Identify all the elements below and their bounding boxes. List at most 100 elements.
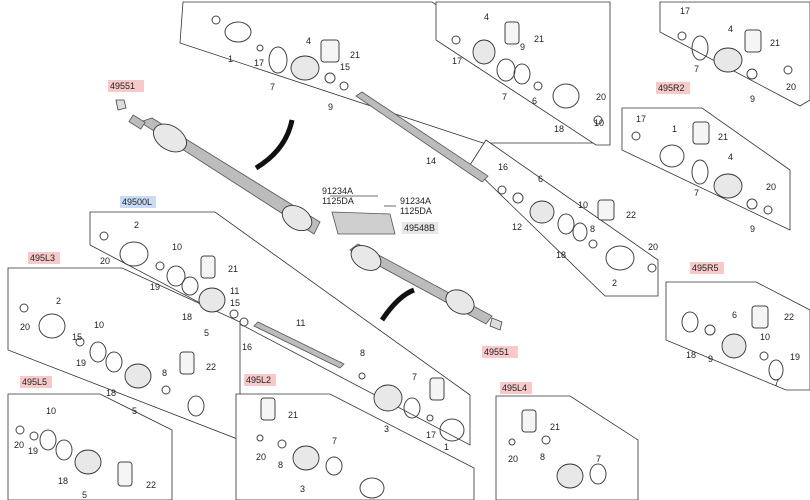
part-label: 18: [106, 388, 116, 398]
part-cv-joint: [659, 144, 685, 168]
part-label: 8: [590, 224, 595, 234]
part-cv-joint: [119, 241, 149, 267]
part-label: 8: [540, 452, 545, 462]
part-boot: [290, 55, 320, 81]
part-label: 11: [230, 286, 239, 296]
part-ring: [557, 213, 575, 235]
part-label: 2: [56, 296, 61, 306]
upper-stub: [128, 114, 146, 130]
part-ring: [541, 435, 551, 445]
part-label: 17: [426, 430, 436, 440]
part-label: 7: [596, 454, 601, 464]
panel-l3: [7, 267, 241, 441]
panel-49500L: [89, 211, 471, 446]
part-ring: [239, 317, 249, 327]
part-grease: [260, 397, 276, 421]
direction-arc-top: [254, 119, 295, 171]
part-boot: [713, 47, 743, 73]
part-ring: [783, 65, 793, 75]
part-cv-joint: [552, 83, 580, 109]
part-label: 8: [278, 460, 283, 470]
part-ring: [89, 341, 107, 363]
part-ring: [19, 303, 29, 313]
part-label: 16: [498, 162, 508, 172]
part-intermediate-shaft: [253, 321, 345, 369]
part-label: 18: [58, 476, 68, 486]
part-label: 21: [534, 34, 544, 44]
part-label: 18: [182, 312, 192, 322]
part-ring: [325, 456, 343, 476]
part-label: 2: [134, 220, 139, 230]
part-ring: [39, 429, 57, 451]
callout-495L5-bg: [20, 376, 52, 388]
part-ring: [647, 263, 657, 273]
part-label: 8: [162, 368, 167, 378]
part-cv-joint: [224, 21, 252, 43]
lower-outer-boot: [445, 289, 475, 315]
part-label: 11: [296, 318, 305, 328]
callout-91234A-1: 91234A: [322, 186, 353, 196]
callout-495L4: 495L4: [502, 383, 527, 393]
part-ring: [746, 198, 758, 210]
panel-r2: [621, 107, 791, 231]
panel-r1: [435, 1, 611, 146]
part-label: 9: [750, 224, 755, 234]
r1b-panel-parts: [677, 29, 793, 80]
upper-inner-boot: [153, 123, 187, 153]
part-boot: [556, 463, 584, 489]
part-label: 20: [786, 82, 796, 92]
part-ring: [426, 414, 434, 422]
part-label: 19: [76, 358, 86, 368]
part-ring: [358, 372, 366, 380]
panel-l2: [235, 393, 475, 500]
panel-l2-frame: [235, 393, 475, 500]
part-ring: [15, 425, 25, 435]
part-grease: [597, 199, 615, 221]
part-ring: [763, 205, 773, 215]
part-label: 4: [728, 152, 733, 162]
part-ring: [533, 81, 543, 91]
upper-drive-shaft: [128, 114, 321, 235]
part-ring: [268, 46, 288, 74]
part-ring: [451, 35, 461, 45]
part-label: 12: [512, 222, 522, 232]
part-label: 16: [242, 342, 252, 352]
part-ring: [166, 265, 186, 287]
part-grease: [179, 351, 195, 375]
part-ring: [55, 439, 73, 461]
panel-right-mid-frame: [469, 139, 659, 297]
part-label: 20: [648, 242, 658, 252]
callout-495L3: 495L3: [30, 253, 55, 263]
part-ring: [256, 44, 264, 52]
part-cv-joint: [605, 245, 635, 271]
part-cv-joint: [439, 418, 465, 442]
part-label: 17: [636, 114, 646, 124]
part-intermediate-shaft: [355, 91, 489, 183]
part-label: 1: [672, 124, 677, 134]
part-label: 17: [452, 56, 462, 66]
l3-panel-parts: [19, 303, 205, 417]
callout-495R2: 495R2: [658, 83, 685, 93]
part-ring: [403, 397, 421, 419]
part-label: 2: [612, 278, 617, 288]
part-ring: [572, 222, 588, 242]
part-label: 4: [484, 12, 489, 22]
part-label: 14: [426, 156, 436, 166]
part-boot: [373, 384, 403, 412]
part-ring: [589, 463, 607, 485]
part-grease: [521, 409, 537, 433]
part-grease: [751, 305, 769, 329]
part-grease: [117, 461, 133, 487]
lower-drive-shaft: [349, 243, 503, 331]
callout-49500L: 49500L: [122, 197, 152, 207]
part-boot: [472, 39, 496, 65]
part-ring: [677, 31, 687, 41]
part-label: 21: [770, 38, 780, 48]
part-boot: [124, 363, 152, 389]
panel-r2-frame: [621, 107, 791, 231]
bracket-body: [331, 211, 396, 235]
part-ring: [746, 68, 758, 80]
part-label: 20: [100, 256, 110, 266]
callout-495L3-bg: [28, 252, 60, 264]
